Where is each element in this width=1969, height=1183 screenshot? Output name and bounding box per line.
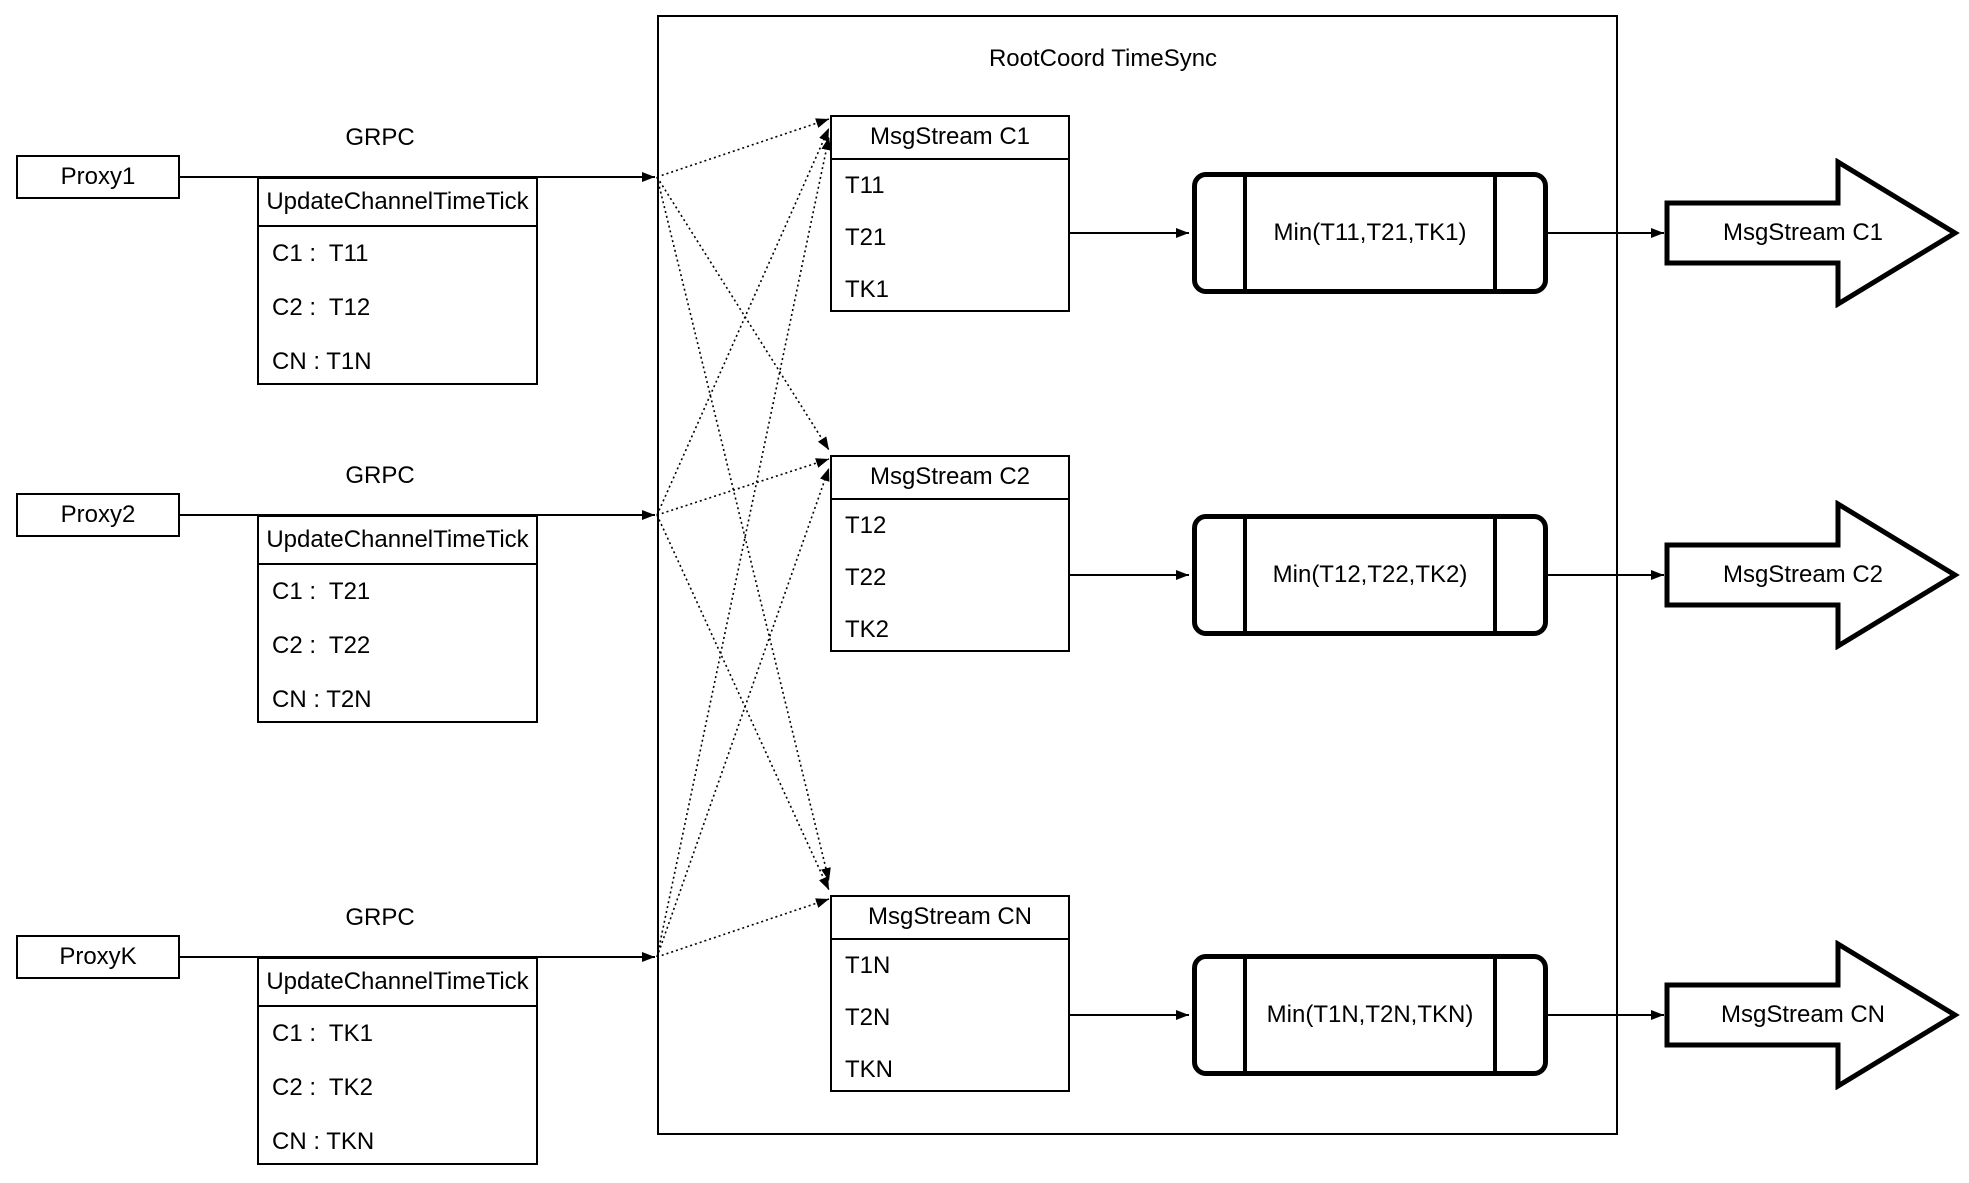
table-cell: CN : TKN bbox=[272, 1127, 375, 1155]
table-cell: T2N bbox=[845, 1003, 891, 1031]
output-arrow bbox=[1664, 500, 1960, 650]
update-timetick-table: UpdateChannelTimeTick C1 : T11 C2 : T12 … bbox=[257, 177, 538, 385]
table-cell: C1 : TK1 bbox=[272, 1019, 373, 1047]
table-cell: T12 bbox=[845, 511, 887, 539]
table-cell: C1 : T11 bbox=[272, 239, 369, 267]
grpc-edge-label: GRPC bbox=[345, 903, 415, 931]
table-cell: TKN bbox=[845, 1055, 893, 1083]
table-cell: T21 bbox=[845, 223, 887, 251]
table-header: UpdateChannelTimeTick bbox=[259, 179, 536, 227]
table-cell: TK1 bbox=[845, 275, 890, 303]
process-bar-left bbox=[1243, 519, 1247, 631]
table-header: MsgStream CN bbox=[832, 897, 1068, 940]
table-header: UpdateChannelTimeTick bbox=[259, 517, 536, 565]
min-label: Min(T12,T22,TK2) bbox=[1272, 560, 1468, 588]
msgstream-table: MsgStream CN T1N T2N TKN bbox=[830, 895, 1070, 1092]
table-cell: C2 : T12 bbox=[272, 293, 371, 321]
output-arrow-label: MsgStream C1 bbox=[1722, 218, 1884, 246]
output-arrow-label: MsgStream CN bbox=[1720, 1000, 1886, 1028]
process-bar-right bbox=[1493, 177, 1497, 289]
table-cell: C1 : T21 bbox=[272, 577, 371, 605]
output-arrow-label: MsgStream C2 bbox=[1722, 560, 1884, 588]
table-cell: TK2 bbox=[845, 615, 890, 643]
table-cell: T22 bbox=[845, 563, 887, 591]
proxy-box: Proxy1 bbox=[16, 155, 180, 199]
min-process-box: Min(T12,T22,TK2) bbox=[1192, 514, 1548, 636]
table-cell: C2 : TK2 bbox=[272, 1073, 373, 1101]
table-cell: T1N bbox=[845, 951, 891, 979]
table-header: UpdateChannelTimeTick bbox=[259, 959, 536, 1007]
table-cell: CN : T1N bbox=[272, 347, 372, 375]
update-timetick-table: UpdateChannelTimeTick C1 : TK1 C2 : TK2 … bbox=[257, 957, 538, 1165]
min-label: Min(T1N,T2N,TKN) bbox=[1266, 1000, 1474, 1028]
table-header: MsgStream C2 bbox=[832, 457, 1068, 500]
min-process-box: Min(T11,T21,TK1) bbox=[1192, 172, 1548, 294]
proxy-box: ProxyK bbox=[16, 935, 180, 979]
process-bar-right bbox=[1493, 519, 1497, 631]
table-cell: CN : T2N bbox=[272, 685, 372, 713]
min-label: Min(T11,T21,TK1) bbox=[1273, 218, 1467, 246]
table-header: MsgStream C1 bbox=[832, 117, 1068, 160]
msgstream-table: MsgStream C1 T11 T21 TK1 bbox=[830, 115, 1070, 312]
min-process-box: Min(T1N,T2N,TKN) bbox=[1192, 954, 1548, 1076]
process-bar-left bbox=[1243, 177, 1247, 289]
process-bar-right bbox=[1493, 959, 1497, 1071]
update-timetick-table: UpdateChannelTimeTick C1 : T21 C2 : T22 … bbox=[257, 515, 538, 723]
output-arrow bbox=[1664, 158, 1960, 308]
proxy-box: Proxy2 bbox=[16, 493, 180, 537]
msgstream-table: MsgStream C2 T12 T22 TK2 bbox=[830, 455, 1070, 652]
rootcoord-title: RootCoord TimeSync bbox=[988, 44, 1218, 72]
process-bar-left bbox=[1243, 959, 1247, 1071]
grpc-edge-label: GRPC bbox=[345, 461, 415, 489]
grpc-edge-label: GRPC bbox=[345, 123, 415, 151]
output-arrow bbox=[1664, 940, 1960, 1090]
table-cell: T11 bbox=[845, 171, 885, 199]
table-cell: C2 : T22 bbox=[272, 631, 371, 659]
